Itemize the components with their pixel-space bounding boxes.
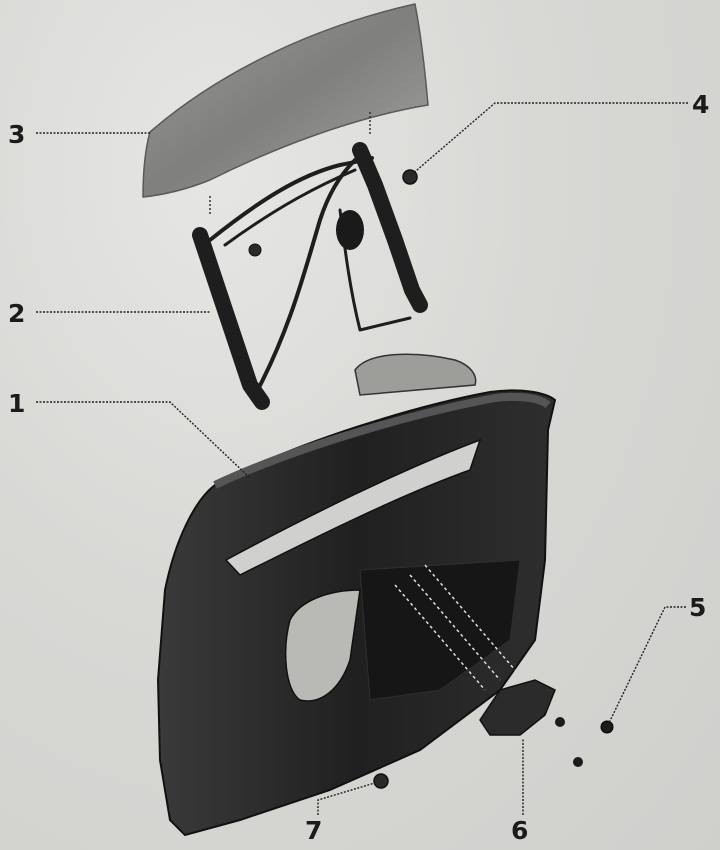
door-shell — [156, 353, 557, 837]
window-glass — [142, 3, 429, 215]
callout-label-7: 7 — [305, 816, 323, 845]
door-lock-bracket — [479, 679, 583, 767]
leader-line-5 — [607, 606, 686, 726]
leader-line-7 — [317, 781, 379, 815]
callout-label-6: 6 — [511, 816, 529, 845]
window-regulator — [192, 142, 428, 410]
bolt — [600, 720, 614, 734]
callout-label-2: 2 — [8, 299, 26, 328]
screw — [373, 773, 389, 789]
leader-line-4 — [409, 102, 688, 177]
fixing-nut — [402, 169, 418, 185]
callout-label-4: 4 — [692, 90, 710, 119]
callout-label-1: 1 — [8, 389, 26, 418]
leader-line-1 — [36, 401, 251, 479]
callout-label-3: 3 — [8, 120, 26, 149]
callout-label-5: 5 — [689, 593, 707, 622]
leader-lines — [36, 102, 688, 815]
